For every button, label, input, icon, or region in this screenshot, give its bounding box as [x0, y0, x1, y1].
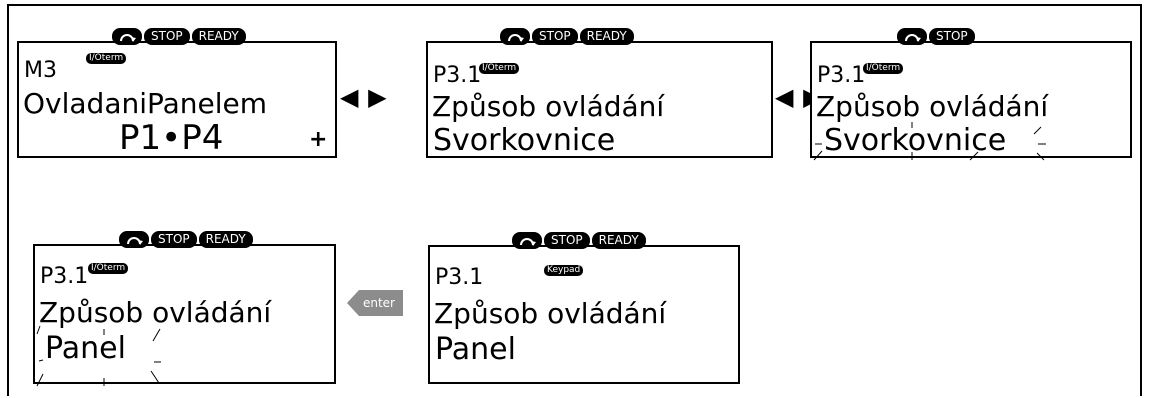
display-panel-2: STOP READY P3.1 I/Oterm Způsob ovládání …	[426, 28, 773, 158]
menu-title: OvladaniPanelem	[23, 87, 268, 120]
blinking-indicator-icon	[36, 325, 161, 387]
control-place-badge: I/Oterm	[479, 63, 520, 74]
parameter-code: P3.1	[433, 63, 482, 88]
control-place-badge: I/Oterm	[863, 63, 904, 74]
stop-indicator: STOP	[151, 231, 197, 248]
rotation-arrow-icon	[897, 28, 927, 45]
rotation-arrow-icon	[119, 231, 149, 248]
parameter-code: P3.1	[817, 63, 866, 88]
rotation-arrow-icon	[112, 28, 142, 45]
display-panel-1: STOP READY M3 I/Oterm OvladaniPanelem P1…	[17, 28, 337, 158]
ready-indicator: READY	[591, 232, 646, 249]
status-bar: STOP READY	[512, 232, 646, 249]
ready-indicator: READY	[191, 28, 246, 45]
menu-code: M3	[24, 58, 57, 83]
ready-indicator: READY	[579, 28, 634, 45]
stop-indicator: STOP	[144, 28, 190, 45]
diagram-frame	[7, 4, 1142, 396]
control-place-badge: I/Oterm	[86, 53, 127, 64]
rotation-arrow-icon	[512, 232, 542, 249]
display-panel-4: STOP READY P3.1 I/Oterm Způsob ovládání …	[33, 231, 336, 387]
ready-indicator: READY	[198, 231, 253, 248]
enter-label: enter	[363, 296, 395, 310]
blinking-indicator-icon	[813, 122, 1046, 161]
left-right-arrows-1: ◀ ▶	[340, 83, 388, 111]
control-place-badge: Keypad	[544, 265, 584, 276]
display-panel-5: STOP READY P3.1 Keypad Způsob ovládání P…	[428, 232, 740, 384]
rotation-arrow-icon	[500, 28, 530, 45]
parameter-value: Panel	[45, 331, 126, 366]
stop-indicator: STOP	[929, 28, 975, 45]
status-bar: STOP READY	[112, 28, 246, 45]
parameter-name: Způsob ovládání	[434, 297, 667, 330]
status-bar: STOP	[897, 28, 975, 45]
parameter-name: Způsob ovládání	[816, 90, 1049, 123]
parameter-range: P1•P4	[119, 118, 224, 158]
display-panel-3: STOP P3.1 I/Oterm Způsob ovládání Svorko…	[810, 28, 1132, 161]
parameter-code: P3.1	[40, 264, 89, 289]
plus-icon: +	[309, 127, 328, 152]
parameter-name: Způsob ovládání	[432, 90, 665, 123]
status-bar: STOP READY	[500, 28, 634, 45]
enter-button[interactable]: enter	[347, 290, 403, 316]
parameter-code: P3.1	[435, 265, 484, 290]
stop-indicator: STOP	[544, 232, 590, 249]
parameter-value: Svorkovnice	[433, 123, 616, 158]
parameter-name: Způsob ovládání	[39, 296, 272, 329]
control-place-badge: I/Oterm	[88, 263, 129, 274]
parameter-value: Panel	[435, 332, 516, 367]
stop-indicator: STOP	[532, 28, 578, 45]
parameter-value: Svorkovnice	[824, 123, 1007, 158]
status-bar: STOP READY	[119, 231, 253, 248]
